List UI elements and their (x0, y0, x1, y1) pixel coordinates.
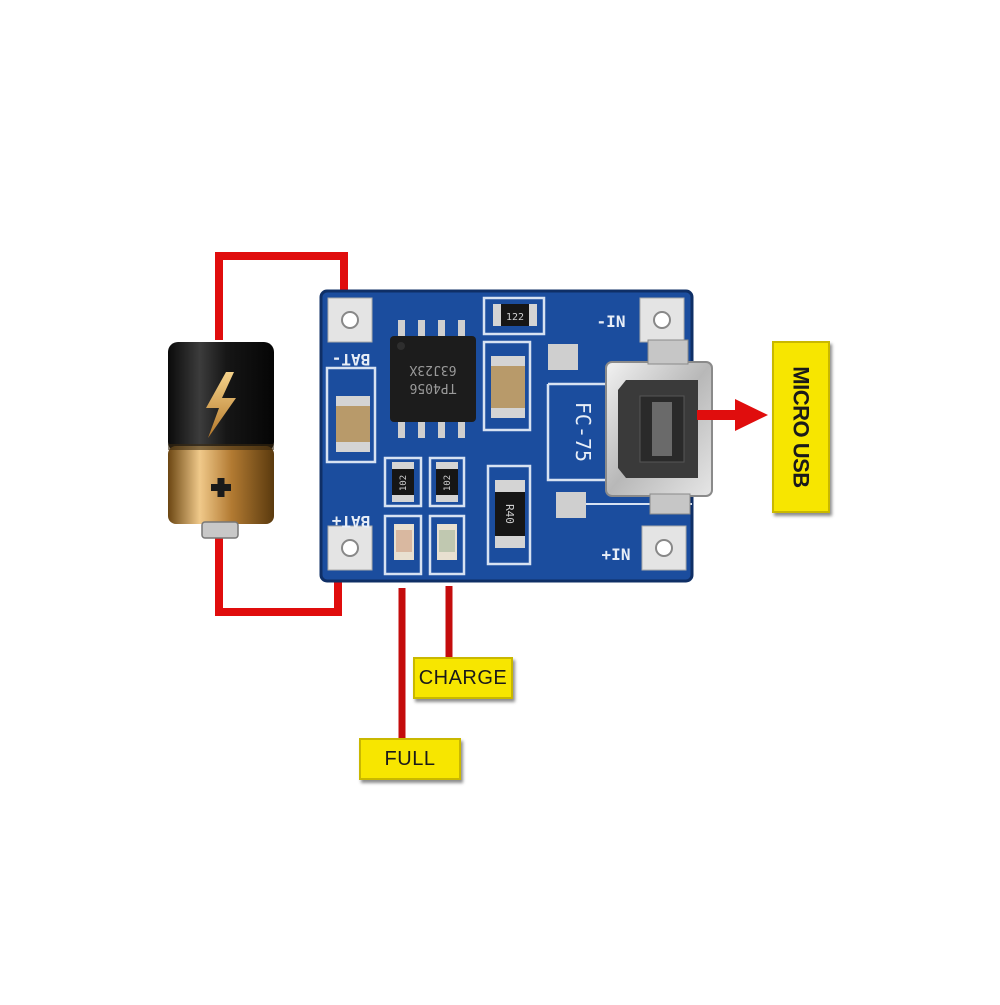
label-fc75: FC-75 (571, 402, 595, 462)
resistor-102-left-label: 102 (399, 475, 409, 491)
pad-in-neg (639, 297, 685, 343)
label-bat-neg: BAT- (332, 350, 371, 369)
micro-usb-connector (605, 339, 713, 515)
pad-bat-pos (327, 525, 373, 571)
arrow-right-icon (697, 399, 768, 431)
tp4056-chip: TP4056 63J23X (390, 320, 476, 438)
resistor-102-left: 102 (392, 462, 414, 502)
resistor-122-label: 122 (506, 312, 524, 323)
pad-in-pos (641, 525, 687, 571)
wire-negative (215, 252, 348, 340)
solder-pad-bottom (556, 492, 586, 518)
chip-marking-line2: 63J23X (409, 362, 456, 377)
resistor-102-right: 102 (436, 462, 458, 502)
label-full: FULL (359, 738, 461, 780)
label-charge: CHARGE (413, 657, 513, 699)
label-in-pos: +IN (602, 545, 631, 564)
capacitor-mid (491, 356, 525, 418)
pad-bat-neg (327, 297, 373, 343)
resistor-122: 122 (493, 304, 537, 326)
resistor-r40: R40 (495, 480, 525, 548)
wire-positive (215, 538, 342, 616)
solder-pad-top (548, 344, 578, 370)
pcb-board: BAT- BAT+ -IN +IN TP4056 63J23X (319, 289, 713, 583)
lightning-bolt-icon (206, 372, 236, 438)
label-in-neg: -IN (597, 312, 626, 331)
led-charge (437, 524, 457, 560)
label-micro-usb-text: MICRO USB (789, 366, 815, 488)
resistor-r40-label: R40 (503, 504, 516, 524)
chip-marking-line1: TP4056 (410, 380, 457, 395)
label-micro-usb: MICRO USB (772, 341, 830, 513)
battery-icon (168, 342, 274, 539)
resistor-102-right-label: 102 (443, 475, 453, 491)
led-full (394, 524, 414, 560)
capacitor-left (336, 396, 370, 452)
label-bat-pos: BAT+ (331, 512, 370, 531)
plus-icon (211, 478, 231, 497)
